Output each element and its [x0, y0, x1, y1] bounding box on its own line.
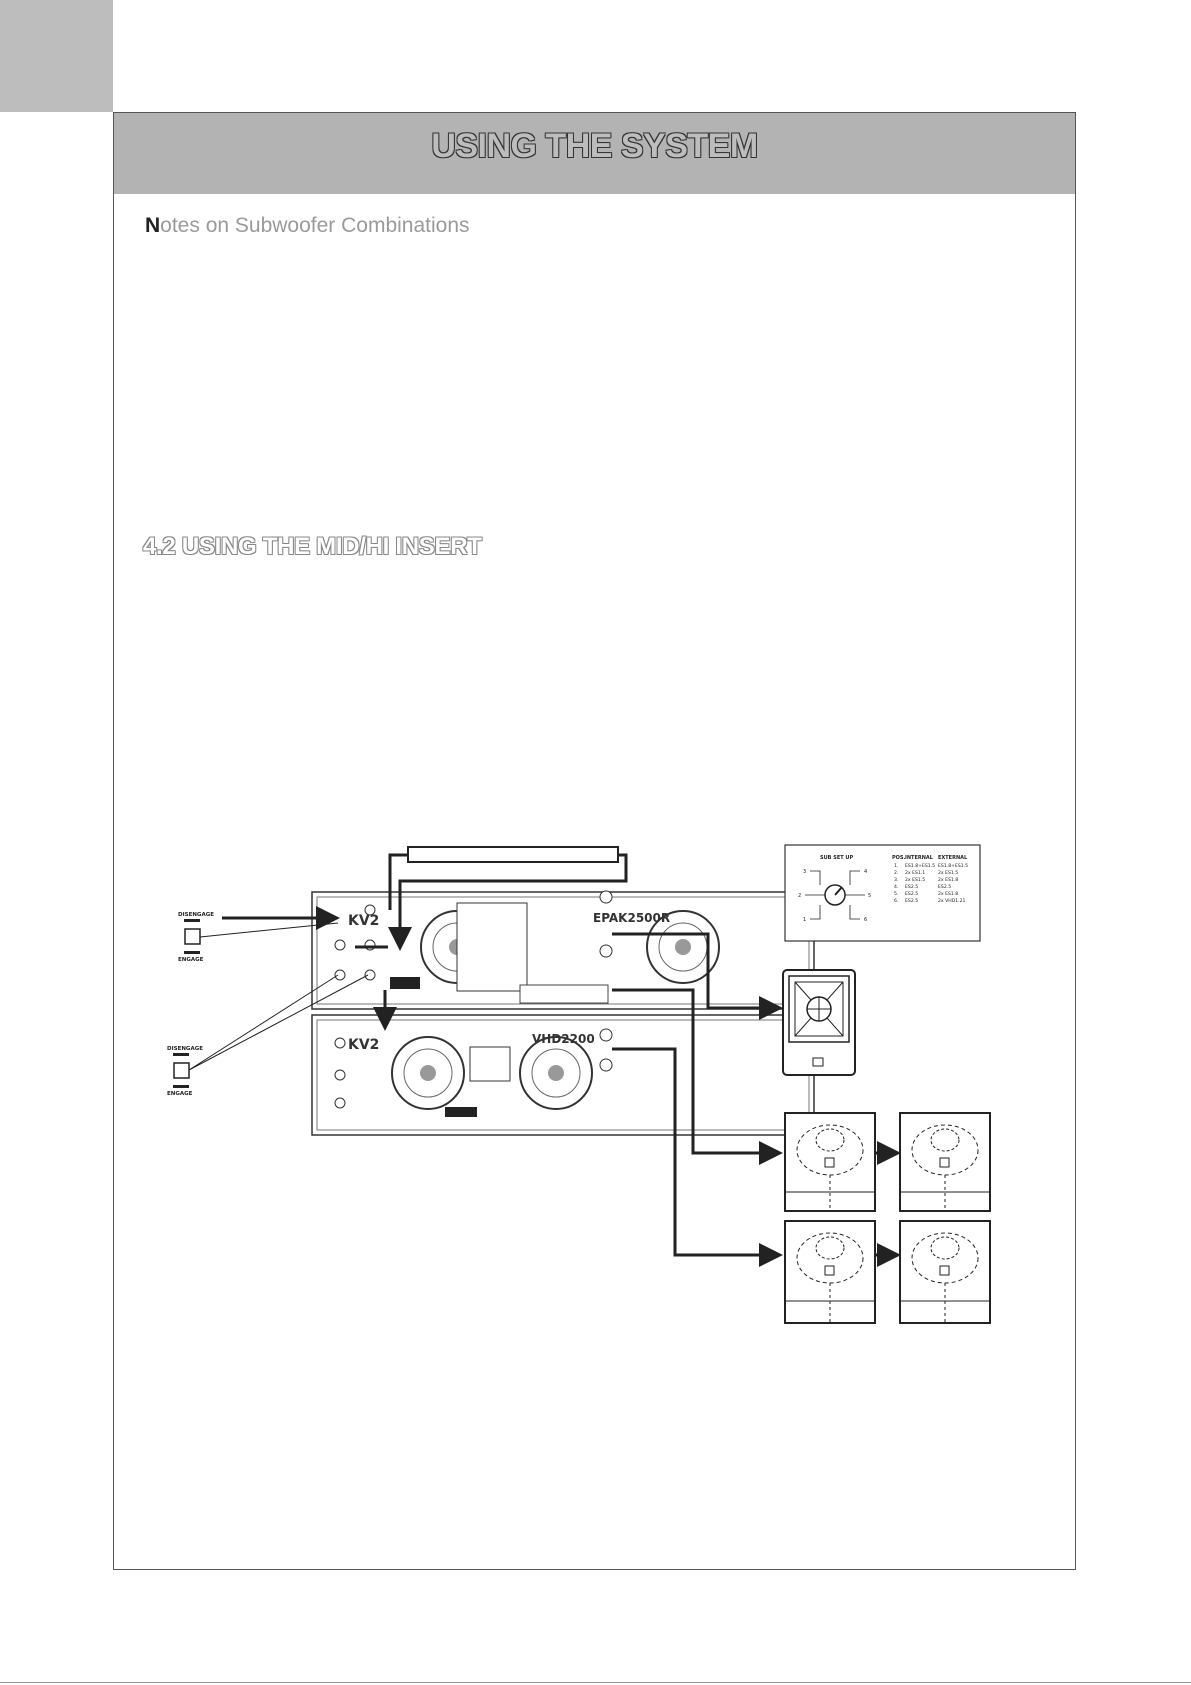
- vhd-brand: KV2: [348, 1037, 379, 1053]
- sub-setup-row: ES2.5: [905, 898, 918, 904]
- sub-setup-row: 2x ES1.5: [938, 870, 958, 876]
- sub-setup-row: ES2.5: [938, 884, 951, 890]
- sub-setup-col-external: EXTERNAL: [938, 855, 968, 861]
- switch-top: DISENGAGE ENGAGE: [178, 912, 214, 963]
- sub-setup-title: SUB SET UP: [820, 855, 853, 861]
- switch-bottom-disengage: DISENGAGE: [167, 1046, 203, 1052]
- header-band: [113, 112, 1076, 194]
- page-title: USING THE SYSTEM: [431, 127, 758, 165]
- sub-setup-row: 3.: [894, 877, 898, 883]
- subwoofer: [899, 1220, 991, 1324]
- subwoofer: [784, 1220, 876, 1324]
- amplifier-epak: KV2 EPAK2500R: [311, 890, 815, 1010]
- switch-bottom: DISENGAGE ENGAGE: [167, 1046, 203, 1097]
- sub-setup-row: ES1.8+ES1.5: [905, 863, 935, 869]
- bottom-rule: [0, 1682, 1191, 1683]
- sub-setup-row: 2x ES1.8: [938, 891, 958, 897]
- switch-top-disengage: DISENGAGE: [178, 912, 214, 918]
- amplifier-vhd: KV2 VHD2200: [311, 1014, 815, 1136]
- external-processor-box: [407, 846, 619, 863]
- subwoofer: [784, 1112, 876, 1212]
- page-corner-tab: [0, 0, 113, 112]
- svg-text:6: 6: [864, 917, 867, 923]
- svg-text:5: 5: [868, 893, 871, 899]
- subwoofer: [899, 1112, 991, 1212]
- sub-setup-row: 1.: [894, 863, 898, 869]
- switch-wires: [188, 922, 369, 1071]
- svg-text:3: 3: [803, 869, 806, 875]
- epak-brand: KV2: [348, 913, 379, 929]
- vhd-model: VHD2200: [532, 1032, 595, 1046]
- sub-setup-row: 5.: [894, 891, 898, 897]
- sub-setup-row: ES2.5: [905, 884, 918, 890]
- sub-setup-row: ES2.5: [905, 891, 918, 897]
- sub-setup-row: 2.: [894, 870, 898, 876]
- sub-setup-row: 2x ES1.8: [938, 877, 958, 883]
- sub-setup-col-internal: INTERNAL: [905, 855, 934, 861]
- sub-setup-row: ES1.8+ES1.5: [938, 863, 968, 869]
- section-heading-subwoofer-notes: Notes on Subwoofer Combinations: [145, 214, 470, 237]
- sub-setup-row: 2x ES1.5: [905, 877, 925, 883]
- section-heading-mid-hi-insert: 4.2 USING THE MID/HI INSERT: [143, 533, 482, 560]
- sub-setup-col-pos: POS.: [892, 855, 906, 861]
- connection-lines: [222, 853, 901, 1267]
- svg-text:1: 1: [803, 917, 806, 923]
- sub-setup-row: 2x ES1.1: [905, 870, 925, 876]
- epak-model: EPAK2500R: [593, 911, 670, 925]
- svg-text:4: 4: [864, 869, 867, 875]
- connection-diagram: KV2 EPAK2500R KV2 VHD2200 DISENGAGE ENGA…: [167, 844, 991, 1324]
- sub-setup-row: 6.: [894, 898, 898, 904]
- svg-text:2: 2: [798, 893, 801, 899]
- switch-bottom-engage: ENGAGE: [167, 1091, 193, 1097]
- switch-top-engage: ENGAGE: [178, 957, 204, 963]
- sub-setup-row: 4.: [894, 884, 898, 890]
- mid-hi-speaker: [782, 969, 856, 1076]
- sub-setup-panel: SUB SET UP 3 4 2 5 1 6 POS. INTERNAL EXT…: [784, 844, 981, 942]
- sub-setup-row: 2x VHD1.21: [938, 898, 966, 904]
